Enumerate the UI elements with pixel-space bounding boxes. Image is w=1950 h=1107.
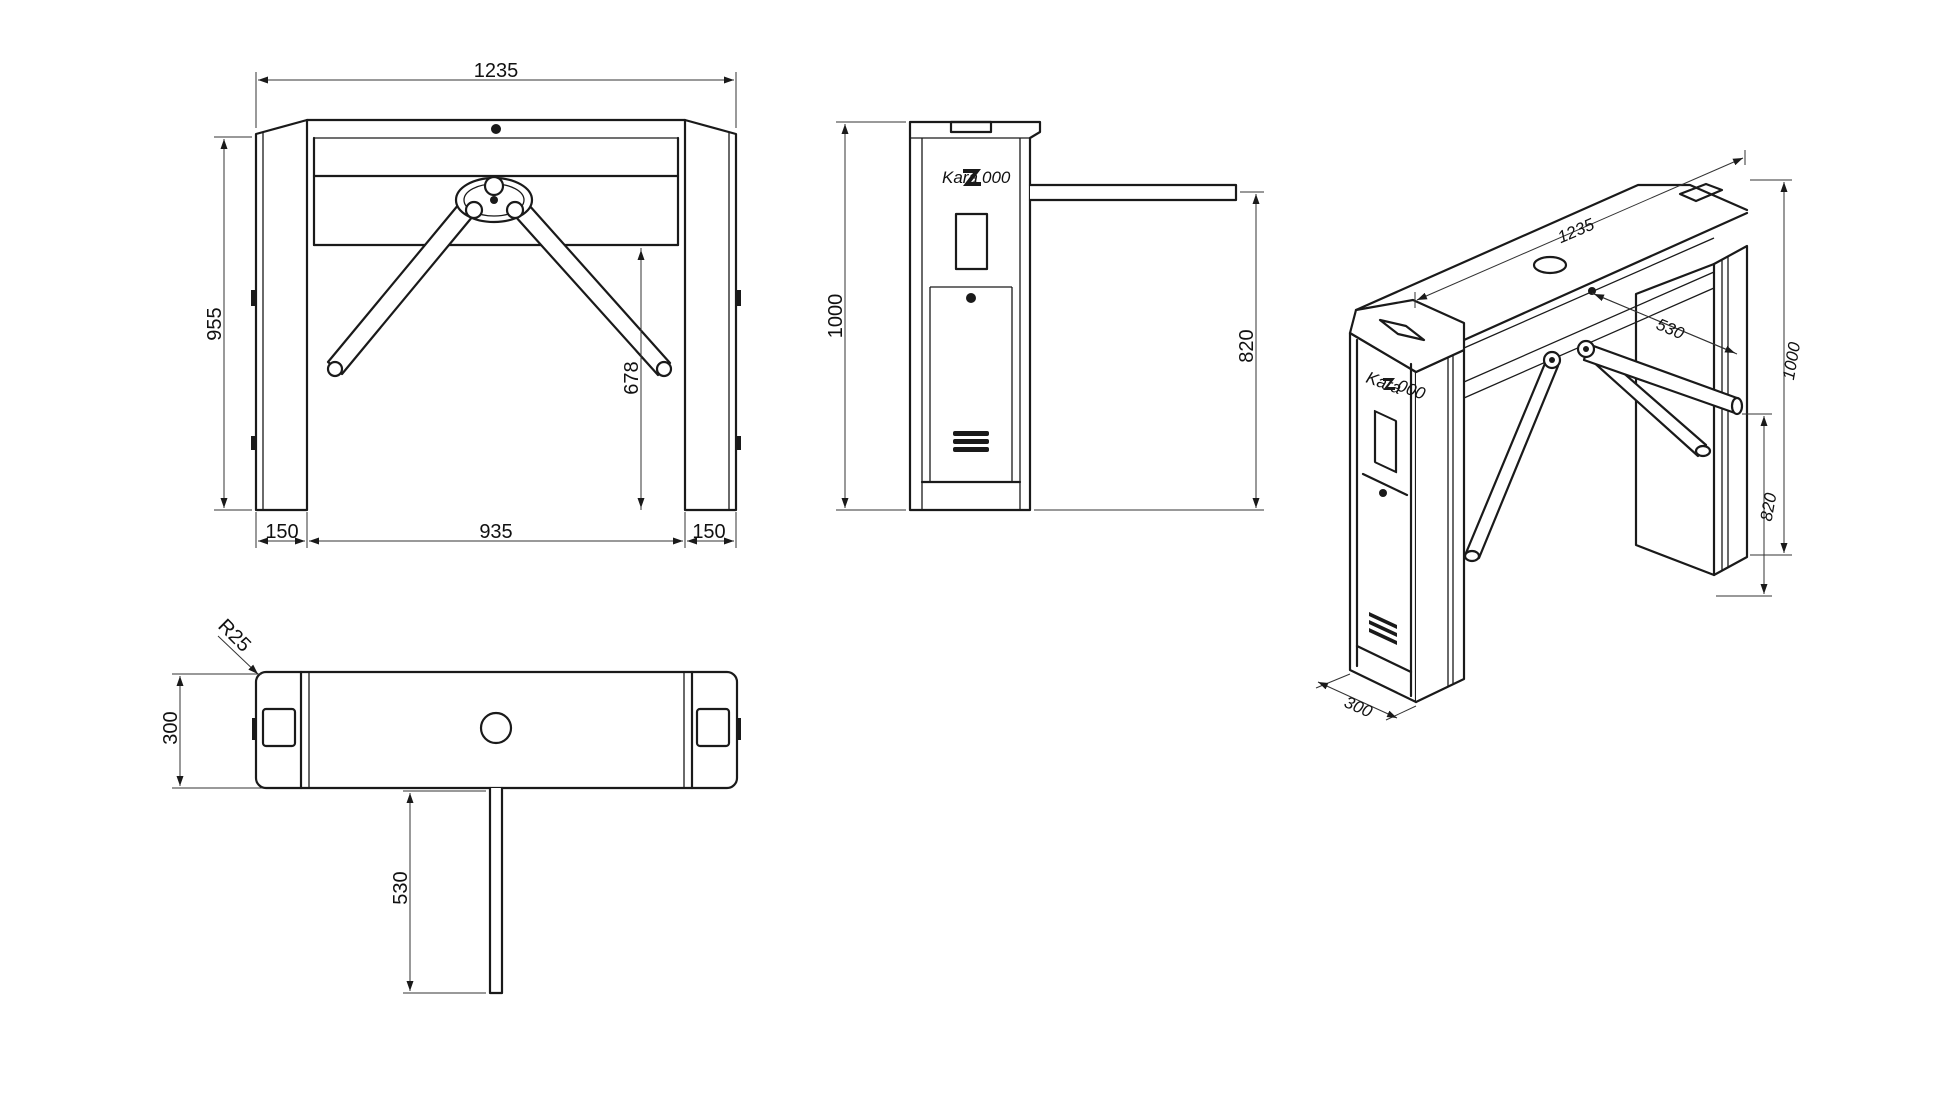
- side-view-arm: [1028, 183, 1238, 202]
- dim-iso-arm-height: 820: [1757, 491, 1781, 523]
- side-view: Kara 000 1000 820: [825, 120, 1264, 512]
- iso-lock: [1379, 489, 1387, 497]
- top-view-body: [252, 670, 741, 790]
- dim-front-right-post: 150: [692, 521, 725, 543]
- iso-tripod: [1463, 339, 1744, 563]
- dim-iso-depth: 300: [1341, 693, 1375, 722]
- iso-reader-icon: [1532, 255, 1568, 275]
- dim-front-arm-height: 678: [621, 361, 643, 394]
- dim-side-arm-height: 820: [1236, 329, 1258, 362]
- side-view-vent-icon: [953, 431, 989, 452]
- dim-top-radius: R25: [213, 615, 255, 657]
- side-view-cabinet: Kara 000: [908, 120, 1042, 512]
- dim-iso-height: 1000: [1779, 340, 1804, 381]
- iso-display: [1373, 409, 1398, 474]
- svg-text:000: 000: [982, 168, 1011, 187]
- dim-front-passage: 935: [479, 521, 512, 543]
- side-view-display: [954, 212, 989, 271]
- dim-top-depth: 300: [160, 711, 182, 744]
- tripod-arms-front: [326, 202, 673, 378]
- top-view-hub-icon: [479, 711, 513, 745]
- front-view-dimensions: 1235 955 678 150 935 150: [204, 60, 737, 548]
- dim-front-width: 1235: [474, 60, 519, 82]
- dim-side-height: 1000: [825, 294, 847, 339]
- front-view: 1235 955 678 150 935 150: [204, 60, 741, 548]
- top-view-right-reader: [695, 707, 731, 748]
- tripod-hub: [454, 175, 534, 224]
- isometric-view: Kara 000 1235 530 1000 820 300: [1315, 150, 1804, 722]
- iso-vent-icon: [1369, 612, 1397, 645]
- top-view-left-reader: [261, 707, 297, 748]
- top-view-arm: [488, 786, 504, 995]
- side-view-lock: [966, 293, 976, 303]
- iso-front-post: Kara 000: [1348, 298, 1466, 704]
- front-view-reader-dot: [491, 124, 501, 134]
- dim-top-arm-length: 530: [390, 871, 412, 904]
- dim-front-left-post: 150: [265, 521, 298, 543]
- side-view-logo: Kara 000: [942, 168, 1011, 187]
- dim-iso-arm-length: 530: [1653, 315, 1687, 344]
- front-view-right-post: [683, 118, 741, 512]
- front-view-left-post: [251, 118, 309, 512]
- side-view-dimensions: 1000 820: [825, 121, 1264, 511]
- side-view-reader-window: [949, 120, 993, 134]
- top-view: 300 R25 530: [160, 615, 741, 995]
- dim-front-height: 955: [204, 307, 226, 340]
- front-view-top-beam: [305, 118, 687, 247]
